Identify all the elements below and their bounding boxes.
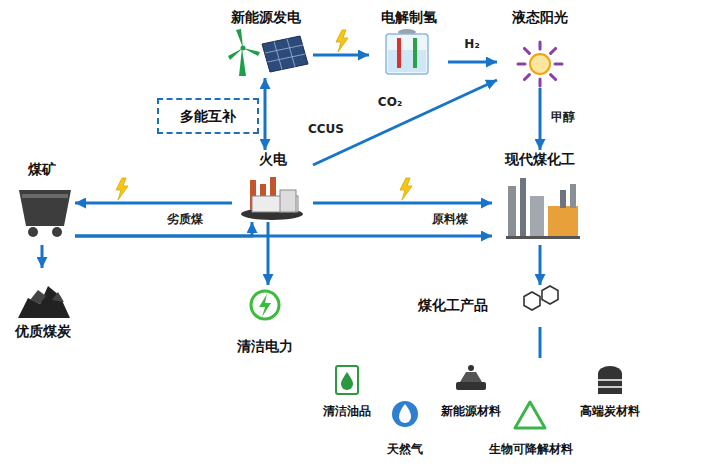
icon-node: 电解制氢 [369, 8, 448, 78]
flow-arrow [448, 61, 497, 64]
node-label: 新能源发电 [219, 9, 313, 25]
icon-node: 清洁电力 [225, 285, 305, 355]
node-label: 新能源材料 [433, 405, 509, 419]
product-line [539, 327, 542, 358]
icon-node: 火电 [232, 150, 313, 222]
carbon-material-icon [598, 366, 622, 394]
node-label: 清洁油品 [315, 405, 379, 419]
flow-arrow [267, 222, 270, 285]
edge-label: CO₂ [376, 96, 404, 110]
wind-turbine-icon [228, 29, 260, 76]
icon-node: 新能源材料 [433, 362, 509, 420]
icon-node: 生物可降解材料 [479, 398, 583, 458]
edge-label: 原料煤 [430, 213, 470, 227]
chemical-plant-icon [506, 178, 580, 239]
electrolysis-beaker-icon [386, 29, 428, 74]
recycle-icon [515, 402, 545, 428]
process-label: CCUS [306, 123, 346, 137]
power-plant-icon [241, 177, 303, 220]
node-label: 现代煤化工 [492, 151, 588, 167]
icon-node: 煤矿 [9, 160, 75, 245]
node-label: 电解制氢 [369, 9, 448, 25]
node-label: 火电 [232, 151, 313, 167]
node-label: 液态阳光 [497, 9, 583, 25]
coal-pile-icon [18, 286, 70, 318]
mine-cart-icon [19, 190, 71, 237]
icon-node: 现代煤化工 [492, 150, 588, 245]
node-label: 煤化工产品 [418, 297, 488, 313]
icon-node: 新能源发电 [219, 8, 313, 78]
icon-node: 天然气 [377, 398, 433, 458]
flow-arrow [75, 222, 252, 236]
gas-icon [392, 401, 418, 427]
node-label: 煤矿 [9, 161, 75, 177]
icon-node: 优质煤炭 [3, 268, 83, 340]
node-label: 清洁电力 [225, 338, 305, 354]
flow-arrow [75, 235, 492, 238]
flow-arrow [313, 54, 369, 57]
clean-power-icon [251, 291, 279, 319]
icon-node: 高端炭材料 [569, 362, 651, 420]
flow-arrow [75, 202, 232, 205]
solar-panel-icon [262, 36, 308, 72]
sun-icon [518, 42, 562, 86]
edge-label: 甲醇 [549, 111, 577, 125]
node-label: 天然气 [377, 443, 433, 457]
icon-node: 清洁油品 [315, 362, 379, 420]
edge-label: H₂ [462, 38, 481, 52]
node-label: 生物可降解材料 [479, 443, 583, 457]
node-label: 高端炭材料 [569, 405, 651, 419]
molecule-icon [524, 286, 558, 310]
dashed-group-box: 多能互补 [157, 98, 259, 134]
node-label: 优质煤炭 [3, 323, 83, 339]
flow-arrow [539, 245, 542, 285]
icon-node: 液态阳光 [497, 8, 583, 88]
flow-arrow [264, 78, 267, 150]
node-label: 多能互补 [159, 108, 257, 124]
flow-arrow [539, 88, 542, 150]
edge-label: 劣质煤 [165, 213, 205, 227]
material-icon [456, 365, 486, 390]
oil-barrel-icon [336, 366, 358, 394]
flow-arrow [313, 202, 492, 205]
lightning-symbol [116, 30, 412, 200]
icon-node: 煤化工产品 [415, 285, 565, 325]
flow-arrow [41, 245, 44, 268]
